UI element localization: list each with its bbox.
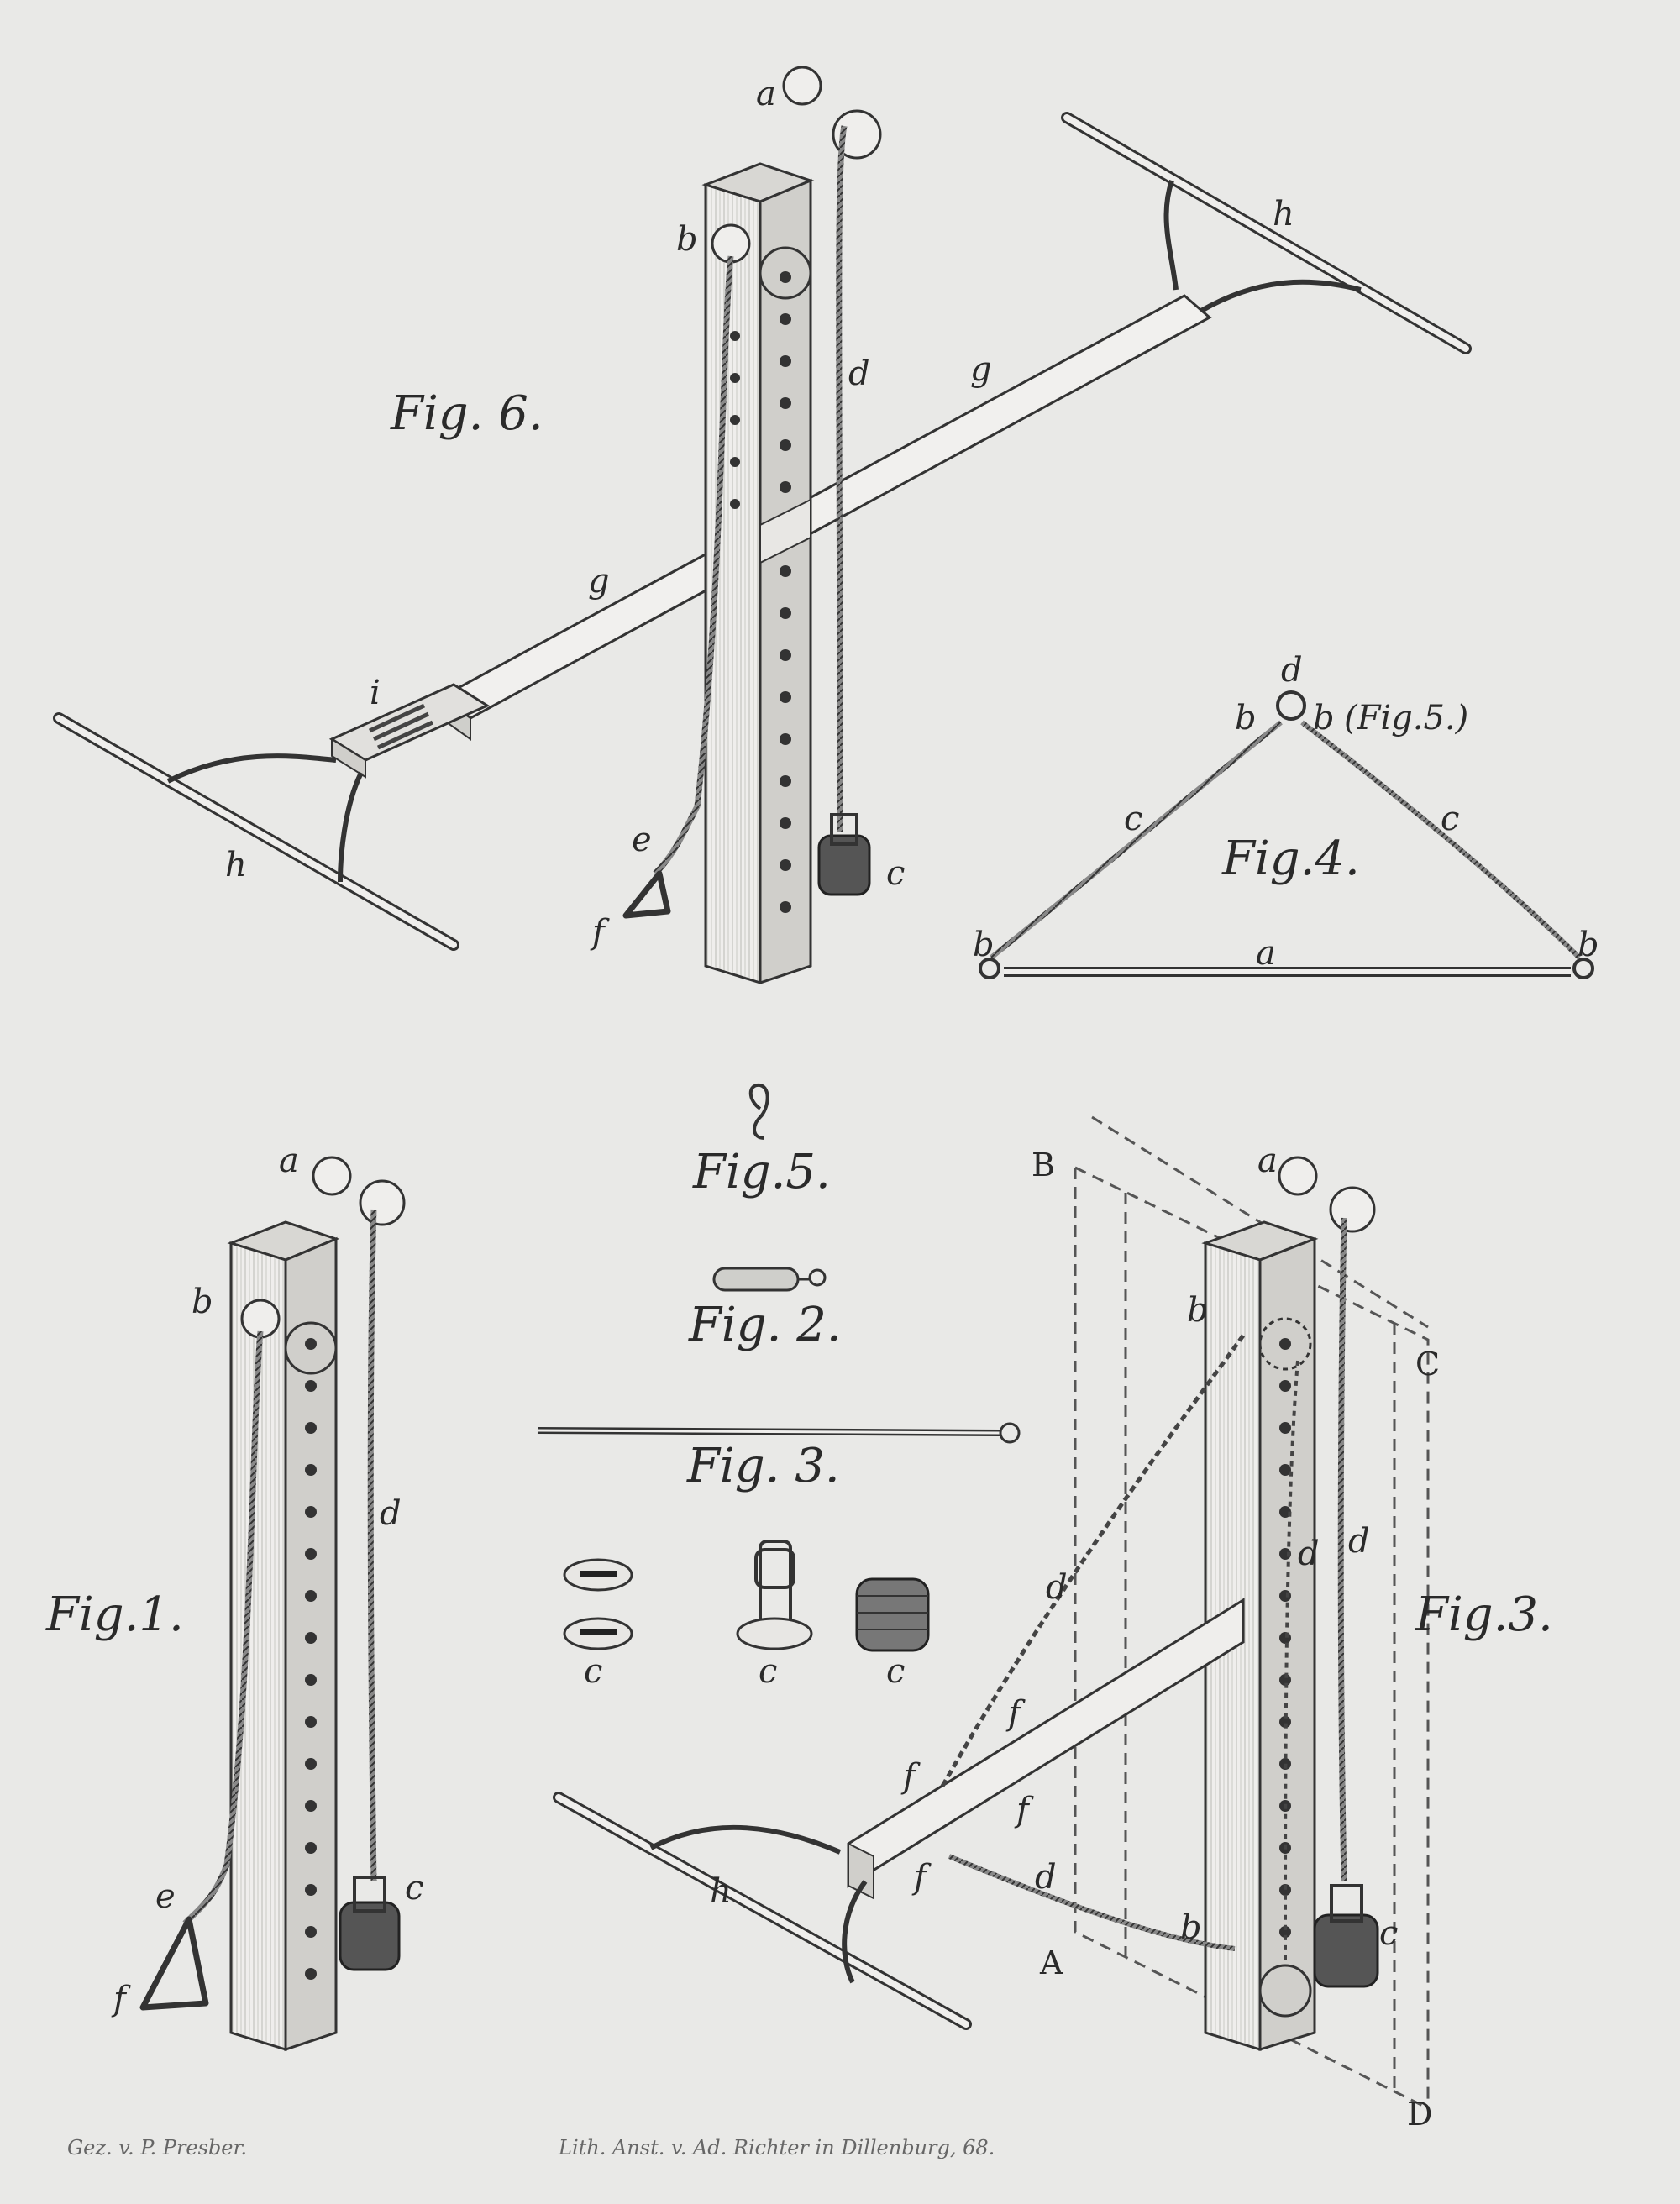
- fig6-label-i: i: [370, 674, 381, 712]
- weight-pieces: [563, 1540, 930, 1652]
- fig4-label-a: a: [1256, 934, 1276, 973]
- fig4-label-ref: (Fig.5.): [1344, 699, 1469, 737]
- fig3-corner-D: D: [1407, 2096, 1433, 2133]
- fig6-label-a: a: [756, 75, 776, 113]
- fig3-label-d2: d: [1298, 1535, 1320, 1573]
- fig4-label-b-top-right: b: [1313, 699, 1335, 737]
- fig1-label-a: a: [279, 1141, 299, 1180]
- fig1-label-d: d: [380, 1494, 402, 1533]
- fig1-label-f: f: [113, 1980, 126, 2018]
- fig1-caption: Fig.1.: [46, 1587, 184, 1642]
- fig3-label-h: h: [710, 1872, 732, 1911]
- fig4-label-c-left: c: [1124, 800, 1143, 838]
- fig3-large-caption: Fig.3.: [1415, 1587, 1553, 1642]
- fig6-label-b: b: [676, 220, 698, 259]
- fig3-small-caption: Fig. 3.: [687, 1439, 840, 1493]
- fig6-label-f: f: [592, 913, 605, 952]
- fig1-label-e: e: [155, 1877, 176, 1916]
- fig4-label-c-right: c: [1441, 800, 1460, 838]
- fig3-label-f3: f: [1016, 1791, 1029, 1829]
- fig3-label-c: c: [1379, 1914, 1399, 1953]
- fig6-label-g-left: g: [588, 562, 610, 601]
- fig6-drawing: [53, 66, 1472, 985]
- fig5-hook: [748, 1083, 769, 1140]
- fig3-corner-A: A: [1040, 1944, 1063, 1981]
- fig6-label-h-left: h: [225, 846, 247, 884]
- fig3-label-f1: f: [1008, 1694, 1021, 1733]
- fig6-label-h-right: h: [1273, 195, 1294, 234]
- fig1-label-c: c: [405, 1869, 424, 1908]
- fig3-large-drawing: [553, 1115, 1430, 2110]
- fig5-caption: Fig.5.: [693, 1145, 831, 1199]
- credit-draftsman: Gez. v. P. Presber.: [67, 2136, 247, 2159]
- fig3-label-d4: d: [1035, 1858, 1057, 1897]
- fig3-corner-C: C: [1415, 1346, 1441, 1383]
- fig4-label-b-right: b: [1578, 926, 1599, 964]
- fig3-corner-B: B: [1032, 1147, 1055, 1183]
- fig3-label-b-top: b: [1187, 1291, 1209, 1330]
- fig3-label-f2: f: [903, 1757, 916, 1796]
- fig4-drawing: [979, 690, 1594, 979]
- weight-label-1: c: [584, 1652, 603, 1691]
- weight-label-3: c: [886, 1652, 906, 1691]
- weight-label-2: c: [759, 1652, 778, 1691]
- fig4-label-d: d: [1281, 651, 1303, 690]
- fig2-caption: Fig. 2.: [689, 1298, 842, 1352]
- fig3-label-b-bottom: b: [1180, 1908, 1202, 1947]
- fig6-label-c: c: [886, 854, 906, 893]
- fig3-label-d3: d: [1046, 1568, 1068, 1607]
- fig3-label-d1: d: [1348, 1522, 1370, 1561]
- fig6-label-e: e: [632, 821, 652, 859]
- fig2-handle: [712, 1267, 827, 1292]
- fig4-label-b-top-left: b: [1235, 699, 1257, 737]
- fig1-drawing: [139, 1156, 406, 2052]
- fig6-label-g-right: g: [970, 350, 992, 389]
- fig4-caption: Fig.4.: [1222, 832, 1360, 886]
- fig1-label-b: b: [192, 1283, 213, 1321]
- credit-lithographer: Lith. Anst. v. Ad. Richter in Dillenburg…: [559, 2136, 995, 2159]
- fig3-label-a: a: [1257, 1141, 1278, 1180]
- fig6-label-d: d: [848, 354, 870, 393]
- fig4-label-b-left: b: [973, 926, 995, 964]
- fig3-rod: [537, 1422, 1021, 1444]
- fig6-caption: Fig. 6.: [391, 386, 543, 441]
- fig3-label-f4: f: [914, 1858, 927, 1897]
